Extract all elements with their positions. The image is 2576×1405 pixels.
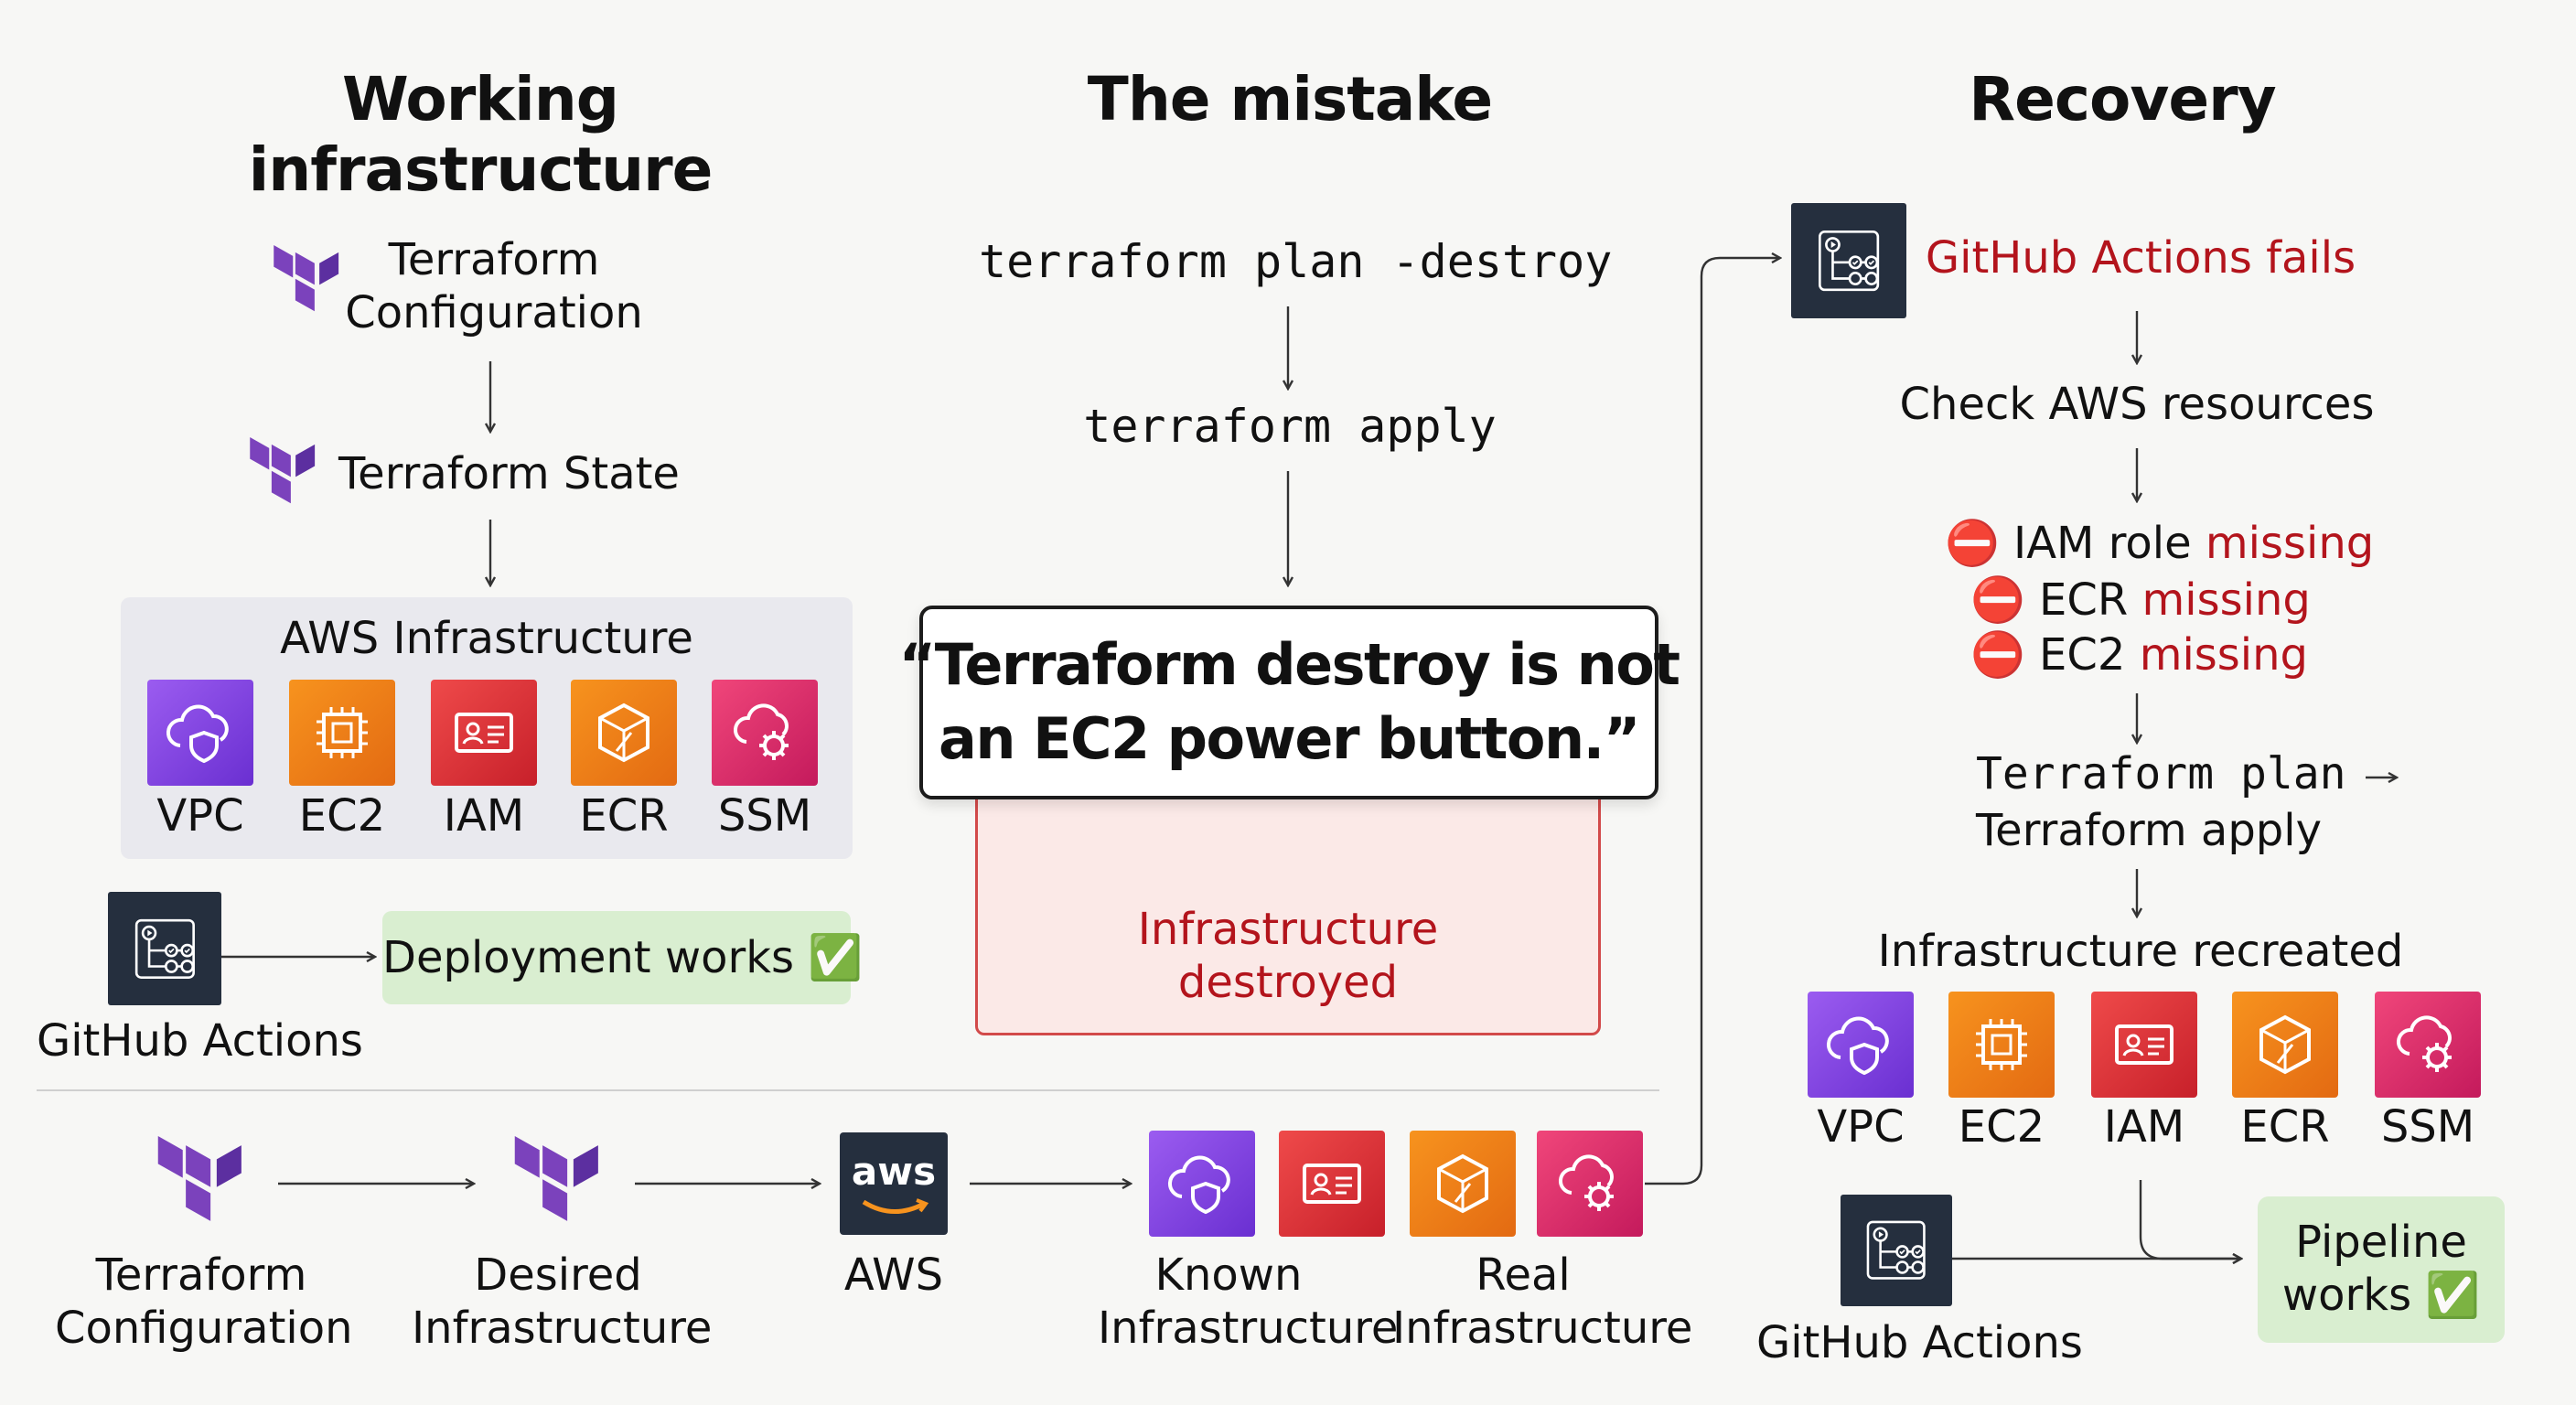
minus-circle-icon: ⛔: [1970, 574, 2025, 626]
ecr-icon: [571, 680, 677, 786]
service-label: IAM: [443, 790, 525, 842]
infrastructure-recreated-label: Infrastructure recreated: [1877, 926, 2404, 977]
flow-desired-infrastructure-label: Desired Infrastructure: [412, 1249, 713, 1354]
ssm-icon: [2375, 992, 2481, 1098]
heading-working: Working infrastructure: [248, 64, 714, 205]
missing-item: ⛔ EC2 missing: [1970, 629, 2309, 681]
iam-icon: [431, 680, 537, 786]
github-actions-icon: [1841, 1195, 1952, 1306]
aws-infrastructure-title: AWS Infrastructure: [280, 613, 693, 664]
pipeline-works-badge: Pipeline works ✅: [2258, 1196, 2505, 1343]
terraform-apply-label: Terraform apply: [1976, 805, 2322, 856]
flow-real-infrastructure-label: Real Infrastructure: [1392, 1249, 1693, 1354]
ec2-icon: [1948, 992, 2055, 1098]
service-label: SSM: [2380, 1101, 2475, 1153]
ssm-icon: [1537, 1131, 1643, 1237]
tf-state-label: Terraform State: [338, 448, 680, 499]
github-actions-icon: [108, 892, 221, 1005]
ecr-icon: [2232, 992, 2338, 1098]
command-apply: terraform apply: [1083, 400, 1497, 453]
service-label: ECR: [2240, 1101, 2330, 1153]
service-label: VPC: [1817, 1101, 1905, 1153]
arrow: [2139, 1180, 2241, 1259]
service-label: EC2: [298, 790, 386, 842]
ec2-icon: [289, 680, 395, 786]
quote-line: an EC2 power button.”: [939, 705, 1640, 772]
terraform-icon: [269, 240, 346, 327]
github-actions-fails-label: GitHub Actions fails: [1925, 232, 2356, 284]
service-label: VPC: [156, 790, 244, 842]
minus-circle-icon: ⛔: [1970, 629, 2025, 681]
deployment-works-badge: Deployment works ✅: [382, 911, 863, 1004]
vpc-icon: [147, 680, 253, 786]
missing-item: ⛔ IAM role missing: [1945, 518, 2375, 569]
github-actions-icon: [1791, 203, 1906, 318]
vpc-icon: [1149, 1131, 1255, 1237]
heading-recovery: Recovery: [1969, 64, 2276, 134]
ecr-icon: [1410, 1131, 1516, 1237]
flow-known-infrastructure-label: Known Infrastructure: [1098, 1249, 1399, 1354]
arrow: [1645, 258, 1780, 1185]
check-aws-resources-label: Check AWS resources: [1899, 379, 2375, 430]
missing-item: ⛔ ECR missing: [1970, 574, 2311, 626]
iam-icon: [1279, 1131, 1385, 1237]
github-actions-label: GitHub Actions: [1756, 1317, 2083, 1368]
aws-smile-icon: [862, 1198, 929, 1214]
aws-logo: aws: [840, 1132, 948, 1235]
flow-aws-label: AWS: [843, 1249, 944, 1301]
command-plan-destroy: terraform plan -destroy: [979, 235, 1613, 288]
service-label: ECR: [579, 790, 669, 842]
quote-line: “Terraform destroy is not: [898, 631, 1680, 699]
terraform-icon: [152, 1131, 251, 1240]
minus-circle-icon: ⛔: [1945, 518, 2000, 569]
service-label: EC2: [1958, 1101, 2045, 1153]
vpc-icon: [1808, 992, 1914, 1098]
quote-callout: “Terraform destroy is not an EC2 power b…: [899, 606, 1680, 799]
ssm-icon: [712, 680, 818, 786]
iam-icon: [2091, 992, 2197, 1098]
heading-mistake: The mistake: [1087, 64, 1493, 134]
terraform-icon: [509, 1131, 607, 1240]
tf-configuration-label: Terraform Configuration: [345, 234, 643, 338]
terraform-plan-label: Terraform plan: [1976, 748, 2346, 799]
github-actions-label: GitHub Actions: [37, 1015, 363, 1067]
service-label: SSM: [717, 790, 812, 842]
service-label: IAM: [2103, 1101, 2185, 1153]
terraform-icon: [245, 432, 322, 520]
infrastructure-destroyed-label: Infrastructure destroyed: [1137, 904, 1439, 1008]
flow-tf-configuration-label: Terraform Configuration: [55, 1249, 353, 1354]
destroyed-box: [975, 787, 1601, 1035]
